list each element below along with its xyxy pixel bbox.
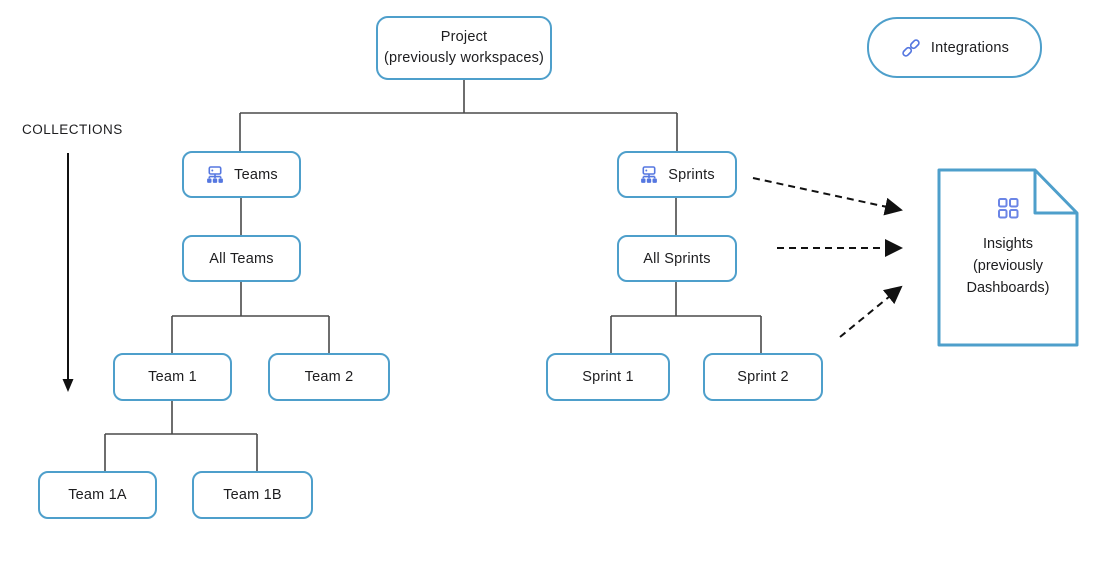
connector-all-teams-to-children (171, 281, 330, 353)
node-integrations-label: Integrations (930, 39, 1010, 56)
insights-document-fold (1033, 170, 1077, 215)
node-sprint-1: Sprint 1 (546, 353, 670, 401)
org-chart-icon (205, 165, 225, 184)
node-sprints-label: Sprints (668, 166, 715, 183)
connector-all-sprints-to-children (610, 281, 762, 353)
node-sprints: Sprints (617, 151, 737, 198)
connector-team1-to-children (104, 400, 258, 471)
node-team-2-label: Team 2 (304, 369, 354, 385)
node-team-1a: Team 1A (38, 471, 157, 519)
insights-line1: Insights (983, 236, 1033, 252)
node-all-sprints: All Sprints (617, 235, 737, 282)
insights-line3: Dashboards) (966, 280, 1050, 296)
link-icon (900, 37, 922, 59)
org-chart-icon (639, 165, 659, 184)
collections-label: COLLECTIONS (22, 122, 123, 137)
node-all-teams: All Teams (182, 235, 301, 282)
dashed-arrow-sprints-to-insights (752, 177, 903, 216)
node-team-1a-label: Team 1A (68, 487, 127, 503)
node-project: Project (previously workspaces) (376, 16, 552, 80)
node-integrations: Integrations (867, 17, 1042, 78)
connector-project-to-branches (239, 80, 678, 151)
node-team-1: Team 1 (113, 353, 232, 401)
grid-icon (997, 197, 1020, 225)
node-all-sprints-label: All Sprints (643, 250, 711, 267)
insights-document: Insights (previously Dashboards) (939, 197, 1077, 299)
node-sprint-2-label: Sprint 2 (737, 369, 789, 385)
node-teams-label: Teams (234, 166, 278, 183)
node-team-1b-label: Team 1B (223, 487, 282, 503)
insights-line2: (previously (972, 258, 1044, 274)
node-all-teams-label: All Teams (209, 250, 274, 267)
node-project-line1: Project (440, 29, 488, 45)
node-teams: Teams (182, 151, 301, 198)
node-project-line2: (previously workspaces) (383, 50, 545, 66)
dashed-arrow-sprint-level-to-insights (839, 285, 903, 338)
collections-arrowhead (62, 379, 74, 392)
node-sprint-1-label: Sprint 1 (582, 369, 634, 385)
node-team-1-label: Team 1 (148, 369, 197, 385)
node-team-1b: Team 1B (192, 471, 313, 519)
node-sprint-2: Sprint 2 (703, 353, 823, 401)
node-team-2: Team 2 (268, 353, 390, 401)
